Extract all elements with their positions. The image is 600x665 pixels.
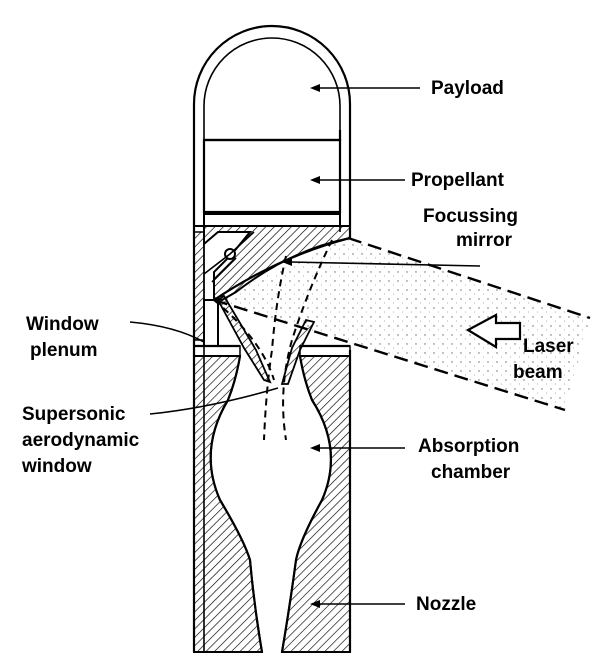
leader-window-plenum xyxy=(129,321,205,343)
propellant-box xyxy=(204,130,342,142)
absorption-chamber-right-wall xyxy=(280,355,351,653)
aero-window-right-vane xyxy=(280,318,316,385)
label-focussing-mirror-2: mirror xyxy=(456,230,513,251)
window-plenum-right-hatch xyxy=(299,345,351,357)
leader-absorption xyxy=(310,444,405,452)
label-supersonic-2: aerodynamic xyxy=(22,430,140,451)
window-plenum-box xyxy=(203,299,219,347)
mirror-left-wedge xyxy=(193,231,205,341)
payload-compartment-floor xyxy=(203,213,341,227)
label-window-plenum-1: Window xyxy=(26,314,99,335)
aero-window-left-vane xyxy=(216,294,272,384)
laser-beam-region xyxy=(214,238,590,410)
leader-mirror xyxy=(282,258,481,267)
label-laser-beam-1: Laser xyxy=(523,336,574,357)
propellant-box-outline xyxy=(202,138,342,214)
propellant-feed-line xyxy=(203,231,255,275)
window-plenum-left-hatch xyxy=(193,345,241,357)
leader-nozzle xyxy=(310,600,405,608)
label-absorption-1: Absorption xyxy=(418,436,519,457)
focused-beam-center xyxy=(213,299,275,381)
absorption-chamber-inner-left xyxy=(209,355,264,653)
label-absorption-2: chamber xyxy=(431,462,511,483)
laser-beam-arrow xyxy=(465,313,522,349)
label-laser-beam-2: beam xyxy=(513,362,563,383)
laser-beam-lower-edge xyxy=(213,298,566,412)
label-payload: Payload xyxy=(431,78,504,99)
label-propellant: Propellant xyxy=(411,170,505,191)
label-focussing-mirror-1: Focussing xyxy=(423,206,518,227)
leader-payload xyxy=(310,84,420,92)
label-nozzle: Nozzle xyxy=(416,594,476,615)
label-supersonic-3: window xyxy=(21,456,92,477)
absorption-chamber-inner-right xyxy=(280,355,332,653)
vehicle-outer-wall xyxy=(192,24,352,652)
vehicle-inner-wall xyxy=(203,37,341,652)
laser-beam-upper-edge xyxy=(347,236,591,320)
focused-beam-left xyxy=(263,255,287,441)
label-supersonic-1: Supersonic xyxy=(22,404,126,425)
propellant-feed-line-2 xyxy=(211,257,237,283)
focussing-mirror-surface xyxy=(213,236,351,301)
label-window-plenum-2: plenum xyxy=(30,340,98,361)
leader-supersonic xyxy=(149,387,279,415)
leader-propellant xyxy=(310,176,405,184)
